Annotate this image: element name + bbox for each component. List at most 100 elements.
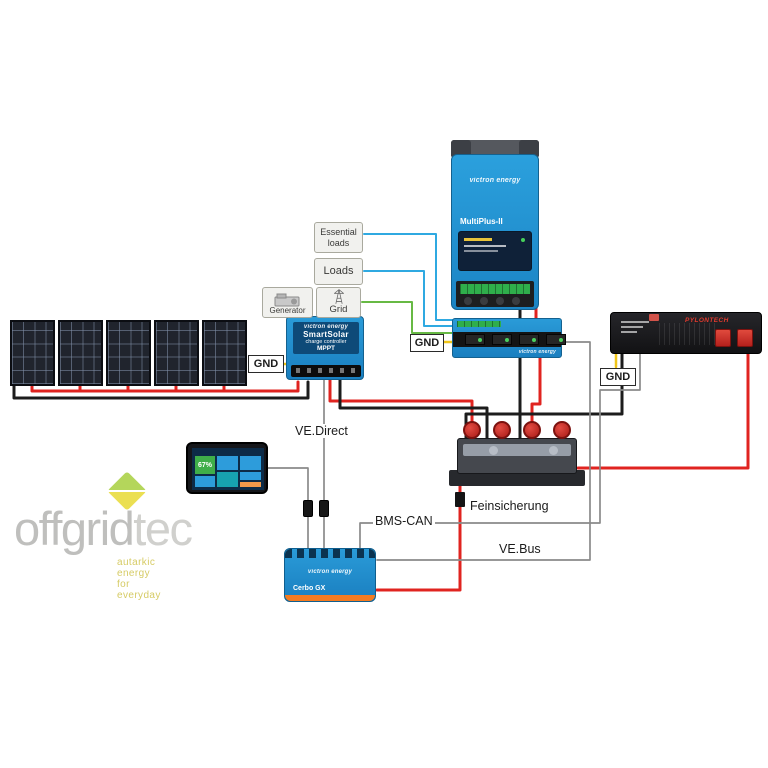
busbar-terminal-cap-3	[523, 421, 541, 439]
cable-plug-touch	[303, 500, 313, 517]
lynx-terminal-strip	[457, 321, 501, 327]
wire-bms-can	[359, 349, 641, 551]
wire-loads	[363, 270, 458, 327]
battery-terminal-cover-2	[737, 329, 753, 347]
screen-tile	[240, 456, 261, 470]
cerbo-gx: victron energy Cerbo GX	[284, 548, 376, 602]
screen-tile	[195, 476, 215, 487]
watermark-tagline: autarkic energy for everyday	[117, 557, 161, 601]
generator-icon	[274, 293, 299, 307]
screen-tile	[217, 472, 238, 487]
battery-brand: PYLONTECH	[685, 317, 729, 324]
gnd-label-mppt: GND	[248, 355, 284, 373]
solar-panel-1	[10, 320, 55, 386]
inverter-brand: victron energy	[469, 177, 521, 184]
loads-label: Loads	[323, 265, 354, 278]
mppt-terminals	[291, 365, 361, 377]
grid-pylon-icon	[333, 289, 344, 304]
screen-tile	[217, 456, 238, 470]
ve-direct-label: VE.Direct	[293, 424, 350, 439]
gnd-text: GND	[605, 371, 631, 383]
gx-touch-display: 67%	[186, 442, 268, 494]
wire-ve-bus	[376, 341, 591, 561]
cerbo-brand: victron energy	[307, 569, 353, 575]
loads-box: Loads	[314, 258, 363, 285]
gx-touch-screen: 67%	[192, 448, 264, 490]
ve-bus-label: VE.Bus	[497, 542, 543, 557]
inverter-cable-glands	[464, 297, 520, 305]
mppt-label-plate: victron energy SmartSolar charge control…	[293, 322, 359, 354]
essential-loads-line2: loads	[327, 237, 350, 248]
wire-lynx-red	[530, 354, 542, 429]
battery-rack: PYLONTECH	[610, 312, 762, 354]
battery-vents	[659, 323, 715, 345]
wire-mppt-red	[328, 378, 474, 429]
wire-busbar-cerbo-red	[375, 482, 462, 592]
cerbo-connector-row	[285, 549, 375, 558]
lynx-brand: victron energy	[518, 349, 556, 355]
mppt-brand: victron energy	[303, 324, 349, 330]
wire-pv-black	[12, 380, 310, 400]
lynx-fuse-window	[519, 334, 539, 345]
wire-essential-loads	[363, 233, 458, 321]
inverter-mounting-bar	[451, 140, 539, 158]
inline-fuse	[455, 492, 465, 507]
inverter-ear-right	[519, 140, 539, 158]
grid-box: Grid	[316, 287, 361, 318]
lynx-fuse-window	[492, 334, 512, 345]
lynx-fuse-window	[546, 334, 566, 345]
feinsicherung-label: Feinsicherung	[468, 499, 551, 514]
wire-gx-touch	[267, 467, 309, 502]
gnd-label-battery: GND	[600, 368, 636, 386]
wire-pv-red	[30, 380, 300, 393]
soc-value: 67%	[197, 461, 212, 469]
mppt-name: SmartSolar	[303, 330, 349, 339]
wire-battery-red	[576, 348, 750, 470]
busbar-terminal-cap-4	[553, 421, 571, 439]
mppt-charge-controller: victron energy SmartSolar charge control…	[286, 316, 364, 380]
battery-terminal-cover-1	[715, 329, 731, 347]
solar-panel-2	[58, 320, 103, 386]
wire-mppt-black	[338, 378, 489, 443]
solar-panel-3	[106, 320, 151, 386]
cable-plug-ve-direct	[319, 500, 329, 517]
cerbo-orange-strip	[285, 595, 375, 601]
busbar	[449, 421, 585, 486]
mppt-subtitle: charge controller	[305, 339, 347, 345]
cerbo-model: Cerbo GX	[293, 585, 326, 592]
busbar-nut	[549, 446, 558, 455]
lynx-distributor: victron energy	[452, 318, 566, 358]
essential-loads-line1: Essential	[320, 227, 357, 238]
generator-box: Generator	[262, 287, 313, 318]
busbar-terminal-cap-1	[463, 421, 481, 439]
screen-tile	[240, 472, 261, 480]
solar-panel-5	[202, 320, 247, 386]
inverter-model: MultiPlus-II	[460, 217, 503, 226]
inverter-terminals	[456, 281, 534, 307]
busbar-terminal-cap-2	[493, 421, 511, 439]
wire-grid	[361, 301, 458, 334]
lynx-fuse-window	[465, 334, 485, 345]
gnd-label-lynx: GND	[410, 334, 444, 352]
inverter-display	[458, 231, 532, 271]
busbar-base	[449, 470, 585, 486]
busbar-nut	[489, 446, 498, 455]
multiplus-inverter: victron energy MultiPlus-II	[451, 154, 539, 310]
watermark-brand-light: tec	[133, 502, 193, 555]
gnd-text: GND	[253, 358, 279, 370]
screen-tile	[240, 482, 261, 487]
essential-loads-box: Essential loads	[314, 222, 363, 253]
inverter-ac-terminal-strip	[460, 284, 530, 294]
inverter-ear-left	[451, 140, 471, 158]
inverter-led	[521, 238, 525, 242]
gnd-text: GND	[414, 337, 440, 349]
bms-can-label: BMS-CAN	[373, 514, 435, 529]
watermark-brand-gray: offgrid	[14, 502, 135, 555]
grid-label: Grid	[329, 304, 348, 316]
generator-label: Generator	[269, 306, 306, 316]
mppt-model: MPPT	[316, 345, 336, 352]
solar-panel-4	[154, 320, 199, 386]
battery-breaker	[649, 314, 659, 321]
soc-tile: 67%	[195, 456, 215, 474]
